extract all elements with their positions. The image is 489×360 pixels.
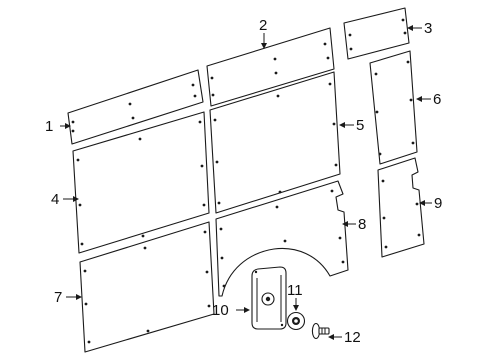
callout-11: 11 (287, 282, 303, 299)
callout-9: 9 (434, 195, 442, 212)
panel-part-8 (215, 180, 349, 297)
fastener-part-12 (311, 322, 330, 340)
panel-part-5 (209, 71, 341, 214)
callout-6: 6 (433, 91, 441, 108)
panel-part-2 (206, 27, 335, 107)
panel-part-1 (67, 69, 204, 145)
callout-3: 3 (424, 20, 432, 37)
callout-10: 10 (212, 302, 229, 319)
callout-7: 7 (54, 289, 62, 306)
callout-1: 1 (45, 118, 53, 135)
callout-5: 5 (356, 117, 364, 134)
callout-4: 4 (51, 191, 59, 208)
panel-part-3 (343, 7, 410, 60)
panel-part-7 (79, 221, 215, 353)
callout-8: 8 (358, 216, 366, 233)
callout-12: 12 (344, 329, 361, 346)
callout-2: 2 (259, 17, 267, 34)
panel-part-6 (369, 50, 418, 165)
panel-part-9 (377, 157, 425, 258)
panel-part-4 (72, 111, 210, 254)
callout-leaders (60, 25, 432, 340)
washer-part-11 (286, 311, 306, 331)
cover-plate-part-10 (251, 266, 287, 330)
